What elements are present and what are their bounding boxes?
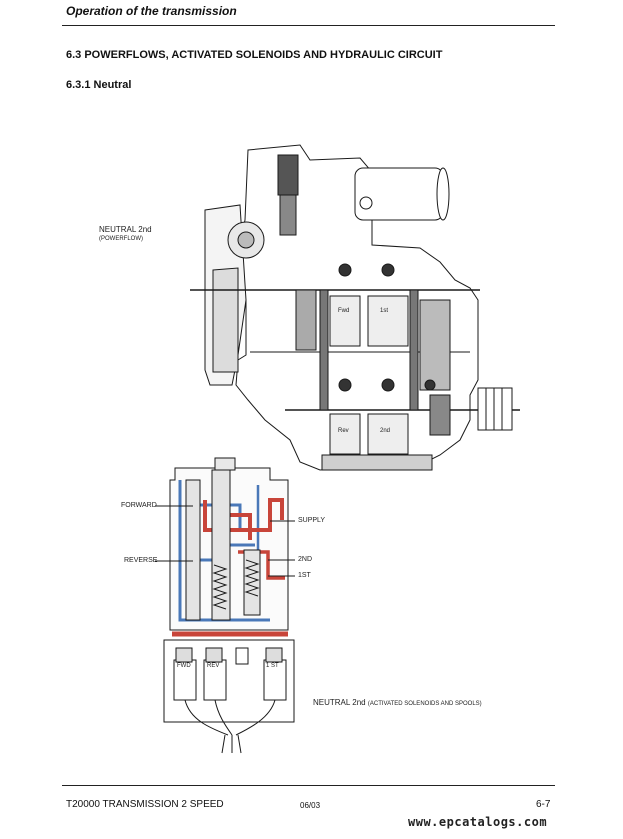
spare-port (235, 647, 249, 665)
header-rule (62, 25, 555, 26)
wire (184, 699, 229, 736)
blue-channel-forward (193, 503, 242, 530)
part-label-rev: Rev (338, 428, 349, 434)
running-header: Operation of the transmission (66, 4, 237, 18)
page-number: 6-7 (536, 799, 551, 810)
first-clutch (367, 295, 409, 347)
sump (321, 454, 433, 471)
hub-right (409, 289, 419, 411)
callout-reverse: REVERSE (124, 557, 158, 564)
second-clutch (367, 413, 409, 455)
bearing (381, 378, 395, 392)
part-label-fwd: Fwd (338, 308, 350, 314)
solenoid-label-fwd: FWD (177, 663, 191, 669)
valve-cap (214, 457, 236, 471)
solenoid-rev-stem (205, 647, 223, 663)
callout-1st: 1ST (298, 572, 311, 579)
upper-gear-shaft (279, 194, 297, 236)
callout-supply: SUPPLY (298, 517, 326, 524)
pump-motor-end (436, 167, 450, 221)
housing-outline (235, 144, 479, 471)
output-flange (477, 387, 513, 431)
circuit-caption-main: NEUTRAL 2nd (313, 698, 366, 707)
hub-left (319, 289, 329, 411)
wire (235, 699, 276, 736)
gear-block-a (295, 289, 317, 351)
hydraulic-circuit (155, 457, 295, 754)
powerflow-label: NEUTRAL 2nd (99, 225, 152, 234)
forward-spool (185, 479, 201, 621)
blue-channel-left (178, 480, 270, 622)
section-heading: 6.3 POWERFLOWS, ACTIVATED SOLENOIDS AND … (66, 49, 443, 61)
pump-hub (237, 231, 255, 249)
connector-lead (237, 734, 242, 754)
callout-forward: FORWARD (121, 502, 157, 509)
solenoid-label-1st: 1 ST (266, 663, 279, 669)
converter-body (212, 267, 239, 373)
wire (214, 699, 233, 736)
footer-rule (62, 785, 555, 786)
part-label-1st: 1st (380, 308, 389, 314)
part-label-2nd: 2nd (380, 428, 391, 434)
pump-motor (354, 167, 444, 221)
connector-lead (221, 734, 226, 754)
solenoid-label-rev: REV (207, 663, 220, 669)
powerflow-sublabel: (POWERFLOW) (99, 236, 143, 242)
red-supply-line (203, 498, 284, 532)
bearing (338, 263, 352, 277)
footer-title: T20000 TRANSMISSION 2 SPEED (66, 799, 224, 810)
watermark: www.epcatalogs.com (408, 815, 548, 829)
transmission-cross-section (190, 144, 520, 471)
fwd-clutch (329, 295, 361, 347)
gear-block-b (419, 299, 451, 391)
pump-fitting (359, 196, 373, 210)
rev-clutch (329, 413, 361, 455)
main-spring (212, 564, 228, 610)
bearing (381, 263, 395, 277)
subsection-heading: 6.3.1 Neutral (66, 79, 132, 91)
bearing (338, 378, 352, 392)
circuit-caption: NEUTRAL 2nd (ACTIVATED SOLENOIDS AND SPO… (313, 698, 482, 707)
footer-date: 06/03 (300, 801, 321, 810)
upper-gear (277, 154, 299, 196)
range-spring (244, 559, 260, 597)
circuit-caption-sub: (ACTIVATED SOLENOIDS AND SPOOLS) (367, 701, 482, 707)
gear-block-c (429, 394, 451, 436)
callout-2nd: 2ND (298, 556, 313, 563)
solenoid-fwd-stem (175, 647, 193, 663)
solenoid-1st-stem (265, 647, 283, 663)
red-channel-upper (230, 513, 252, 540)
bearing (424, 379, 436, 391)
